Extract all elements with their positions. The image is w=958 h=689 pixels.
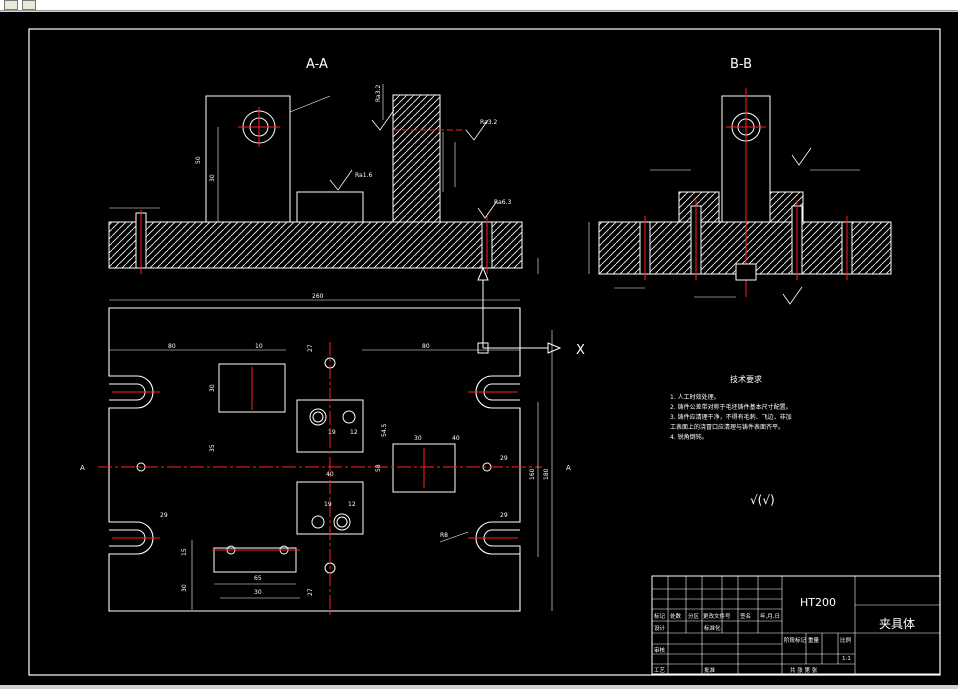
tb-h-stage: 阶段标记 <box>784 636 807 644</box>
plan-block-left <box>218 363 286 413</box>
tech-line-5: 4. 锐角倒钝。 <box>670 433 708 441</box>
plan-dim-12a: 12 <box>350 429 358 436</box>
cad-drawing: A-A 50 30 Ra3.2 Ra1.6 Ra6.3 Ra3.2 <box>28 28 941 676</box>
plan-dim-19a: 19 <box>328 429 336 436</box>
tb-h-weight: 重量 <box>808 636 820 644</box>
plan-dim-overall: 260 <box>312 293 324 300</box>
plan-dim-54-5: 54.5 <box>381 423 388 437</box>
plan-dim-right: 80 <box>422 343 430 350</box>
tb-material: HT200 <box>800 596 836 609</box>
tech-line-1: 1. 人工时效处理。 <box>670 393 720 401</box>
tb-h-approve: 批准 <box>704 666 716 674</box>
plan-dim-12b: 12 <box>348 501 356 508</box>
plan-dim-40b: 40 <box>452 435 460 442</box>
plan-dim-29c: 29 <box>160 512 168 519</box>
aa-dim-30: 30 <box>209 174 216 182</box>
section-bb-label: B-B <box>730 57 752 72</box>
tb-h-zone: 分区 <box>688 612 700 620</box>
plan-dim-180: 180 <box>543 468 550 480</box>
tech-title: 技术要求 <box>730 374 762 384</box>
plan-dim-27-top: 27 <box>307 344 314 352</box>
title-block: HT200 夹具体 标记 处数 分区 更改文件号 签名 年,月,日 设计 标准化… <box>651 575 941 675</box>
plan-dim-160: 160 <box>529 468 536 480</box>
plan-dim-29a: 29 <box>500 455 508 462</box>
tb-part-name: 夹具体 <box>879 617 915 631</box>
plan-dim-27-bottom: 27 <box>307 588 314 596</box>
plan-dim-30b: 30 <box>414 435 422 442</box>
tb-h-mark: 标记 <box>654 612 666 620</box>
drawing-canvas[interactable]: A-A 50 30 Ra3.2 Ra1.6 Ra6.3 Ra3.2 <box>0 12 958 685</box>
plan-dim-29b: 29 <box>500 512 508 519</box>
tech-line-2: 2. 铸件公差带对称于毛坯铸件基本尺寸配置。 <box>670 403 792 411</box>
section-a-right: A <box>566 464 571 472</box>
plan-block-bottom <box>213 547 297 573</box>
plan-dim-10: 10 <box>255 343 263 350</box>
toolbar-button-1[interactable] <box>4 0 18 10</box>
plan-outline <box>108 307 521 612</box>
outer-frame <box>28 28 941 676</box>
aa-roughness-ra32-a: Ra3.2 <box>480 119 497 126</box>
plan-dim-left: 80 <box>168 343 176 350</box>
plan-dim-19b: 19 <box>324 501 332 508</box>
tech-requirements: 技术要求 1. 人工时效处理。 2. 铸件公差带对称于毛坯铸件基本尺寸配置。 3… <box>670 374 792 507</box>
aa-small-block <box>296 191 364 223</box>
plan-view: 260 80 80 10 27 27 30 35 19 12 40 19 12 … <box>80 266 585 617</box>
plan-dim-65: 65 <box>254 575 262 582</box>
aa-right-rib <box>392 94 441 223</box>
plan-dim-40: 40 <box>326 471 334 478</box>
plan-dim-30d: 30 <box>181 584 188 592</box>
tb-h-count: 处数 <box>670 612 682 620</box>
plan-dim-30: 30 <box>209 384 216 392</box>
tb-h-ratio: 比例 <box>840 636 852 644</box>
section-aa-label: A-A <box>306 57 328 72</box>
plan-dim-35: 35 <box>209 444 216 452</box>
tb-h-doc: 更改文件号 <box>703 612 731 620</box>
aa-roughness-ra63: Ra6.3 <box>494 199 511 206</box>
tb-h-craft: 工艺 <box>654 667 666 674</box>
tb-h-design: 设计 <box>654 624 666 632</box>
plan-dim-58: 58 <box>375 464 382 472</box>
tb-h-date: 年,月,日 <box>760 612 780 620</box>
aa-base-plate <box>108 221 523 269</box>
toolbar-button-2[interactable] <box>22 0 36 10</box>
axis-x-label: X <box>576 343 585 358</box>
roughness-check-mark: √(√) <box>750 493 775 507</box>
tb-h-std: 标准化 <box>704 624 721 632</box>
aa-roughness-ra16: Ra1.6 <box>355 172 372 179</box>
plan-dim-15: 15 <box>181 548 188 556</box>
tb-scale: 1:1 <box>842 656 851 662</box>
plan-dim-r8: R8 <box>440 532 448 539</box>
section-bb-view: B-B <box>588 57 892 305</box>
tb-h-sign: 签名 <box>740 612 751 620</box>
tech-line-3: 3. 铸件应清理干净，不得有毛刺、飞边，非加 <box>670 413 792 421</box>
aa-roughness-vert: Ra3.2 <box>375 85 382 102</box>
section-aa-view: A-A 50 30 Ra3.2 Ra1.6 Ra6.3 Ra3.2 <box>108 57 539 274</box>
tb-h-sheets: 共 张 第 张 <box>790 666 818 674</box>
tb-h-review: 审核 <box>654 646 666 654</box>
section-a-left: A <box>80 464 85 472</box>
tech-line-4: 工表面上的浇冒口应清理与铸件表面齐平。 <box>670 423 784 431</box>
toolbar-strip <box>0 0 958 11</box>
plan-block-right <box>392 443 456 493</box>
aa-dim-50: 50 <box>195 156 202 164</box>
plan-dim-30c: 30 <box>254 589 262 596</box>
